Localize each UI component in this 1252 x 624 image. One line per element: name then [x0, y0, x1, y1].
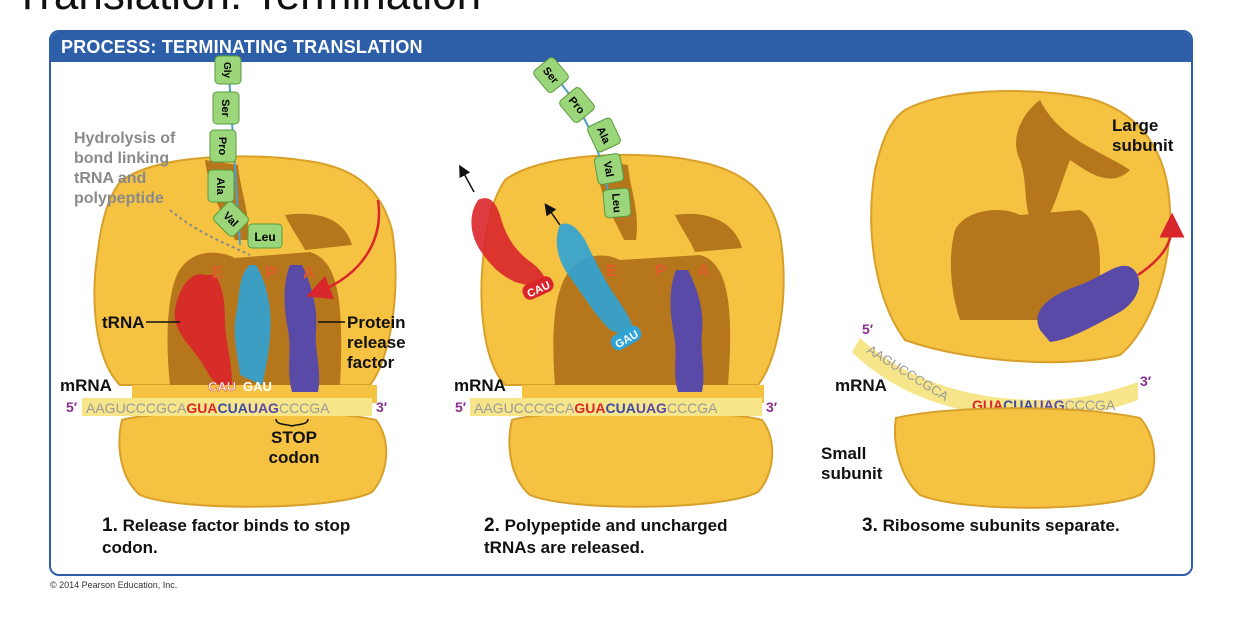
step2-site-p: P	[655, 261, 666, 280]
svg-text:STOP: STOP	[271, 428, 317, 447]
step1-aa-ser	[212, 91, 240, 125]
step2-release-factor	[670, 270, 704, 392]
step1-anticodon-gau: GAU	[243, 379, 272, 394]
step1-small-subunit	[118, 410, 388, 508]
step1-release-factor-arrow	[306, 199, 381, 300]
step3-large-subunit-group	[870, 90, 1172, 364]
stop-codon-label: STOP codon	[269, 428, 320, 467]
step1-aa-gly-label: Gly	[221, 62, 232, 79]
step1-trna-label: tRNA	[102, 313, 145, 332]
step1-aa-val	[213, 201, 249, 237]
step2-site-e: E	[606, 261, 617, 280]
step1-aa-leu-label: Leu	[254, 230, 275, 244]
svg-text:3. Ribosome subunits separate.: 3. Ribosome subunits separate.	[862, 515, 1120, 536]
svg-text:Large: Large	[1112, 116, 1158, 135]
step2-mrna-sequence: AAGUCCCGCAGUACUAUAGCCCGA	[474, 400, 718, 416]
svg-text:bond linking: bond linking	[74, 150, 169, 167]
step2-ridge	[675, 213, 742, 252]
step1-mrna-label: mRNA	[60, 376, 112, 395]
step1-aa-leu	[247, 223, 283, 249]
copyright-notice: © 2014 Pearson Education, Inc.	[50, 580, 178, 590]
step3-small-subunit-label: Small subunit	[821, 444, 883, 483]
step1-caption: 1. Release factor binds to stop codon.	[102, 515, 350, 557]
step1-aa-ala-label: Ala	[214, 177, 226, 195]
step2-trna-blue	[556, 223, 633, 338]
step1-trna-red	[174, 274, 232, 385]
stop-codon-brace	[275, 418, 309, 427]
svg-text:1. Release factor binds to sto: 1. Release factor binds to stop	[102, 515, 350, 536]
step2-trna-red	[471, 198, 547, 290]
step1-aa-gly	[214, 55, 242, 85]
slide-title: Translation: Termination	[14, 0, 481, 20]
step2-mrna-5prime: 5′	[455, 399, 467, 415]
step3-large-tunnel	[1016, 100, 1130, 230]
step1-aa-pro-label: Pro	[216, 137, 228, 156]
step1-aa-ser-label: Ser	[219, 99, 231, 117]
step1-mrna-strand	[82, 398, 372, 416]
step3-mrna-3prime: 3′	[1140, 373, 1152, 389]
step2-mrna-label: mRNA	[454, 376, 506, 395]
step1-site-e: E	[212, 263, 223, 282]
step1-aa-ala	[207, 169, 235, 203]
svg-text:factor: factor	[347, 353, 395, 372]
hydrolysis-dotted-arrow	[169, 209, 251, 256]
step1-mrna-sequence: AAGUCCCGCAGUACUAUAGCCCGA	[86, 400, 330, 416]
step1-mrna-5prime: 5′	[66, 399, 78, 415]
step3-small-subunit	[894, 407, 1156, 509]
svg-text:codon.: codon.	[102, 538, 158, 557]
step1-site-p: P	[265, 263, 276, 282]
svg-text:2. Polypeptide and uncharged: 2. Polypeptide and uncharged	[484, 515, 728, 536]
svg-text:subunit: subunit	[1112, 136, 1174, 155]
step3-release-factor	[1037, 265, 1140, 342]
svg-text:Protein: Protein	[347, 313, 406, 332]
svg-text:subunit: subunit	[821, 464, 883, 483]
step2-red-trna-arrow	[459, 164, 475, 193]
step1-ridge	[285, 213, 352, 250]
step2-mrna-strand	[470, 398, 762, 416]
svg-text:codon: codon	[269, 448, 320, 467]
step1-trna-blue	[234, 265, 271, 385]
svg-text:Small: Small	[821, 444, 866, 463]
step2-blue-trna-arrow	[544, 203, 561, 226]
step1-site-a: A	[303, 263, 315, 282]
step2-polypeptide: Ser Pro Ala Val Leu	[533, 57, 632, 219]
step2-mrna-3prime: 3′	[766, 399, 778, 415]
svg-text:Hydrolysis of: Hydrolysis of	[74, 130, 176, 147]
step1-anticodon-cau: CAU	[208, 379, 236, 394]
step3-mrna-strand	[852, 338, 1138, 418]
step2-site-a: A	[697, 261, 709, 280]
step1-polypeptide: Gly Ser Pro Ala Val Leu	[207, 55, 283, 249]
svg-text:release: release	[347, 333, 406, 352]
step3-mrna-5prime: 5′	[862, 321, 874, 337]
step3-large-subunit-label: Large subunit	[1112, 116, 1174, 155]
step3-caption: 3. Ribosome subunits separate.	[862, 515, 1120, 536]
step2-small-subunit	[508, 410, 774, 508]
svg-text:tRNAs are released.: tRNAs are released.	[484, 538, 645, 557]
step3-release-factor-arrow	[1137, 212, 1185, 277]
step1-release-factor-label: Protein release factor	[347, 313, 406, 372]
hydrolysis-label: Hydrolysis of bond linking tRNA and poly…	[74, 130, 176, 207]
svg-text:tRNA and: tRNA and	[74, 170, 146, 187]
step1-aa-pro	[209, 129, 237, 163]
panel-header-title: PROCESS: TERMINATING TRANSLATION	[61, 37, 423, 57]
svg-text:polypeptide: polypeptide	[74, 190, 164, 207]
step2-caption: 2. Polypeptide and uncharged tRNAs are r…	[484, 515, 728, 557]
step3-mrna-label: mRNA	[835, 376, 887, 395]
step1-mrna-3prime: 3′	[376, 399, 388, 415]
step2-aa-leu: Leu	[609, 193, 623, 214]
panel-header: PROCESS: TERMINATING TRANSLATION	[51, 32, 1191, 62]
step2-aa-val: Val	[601, 160, 616, 178]
